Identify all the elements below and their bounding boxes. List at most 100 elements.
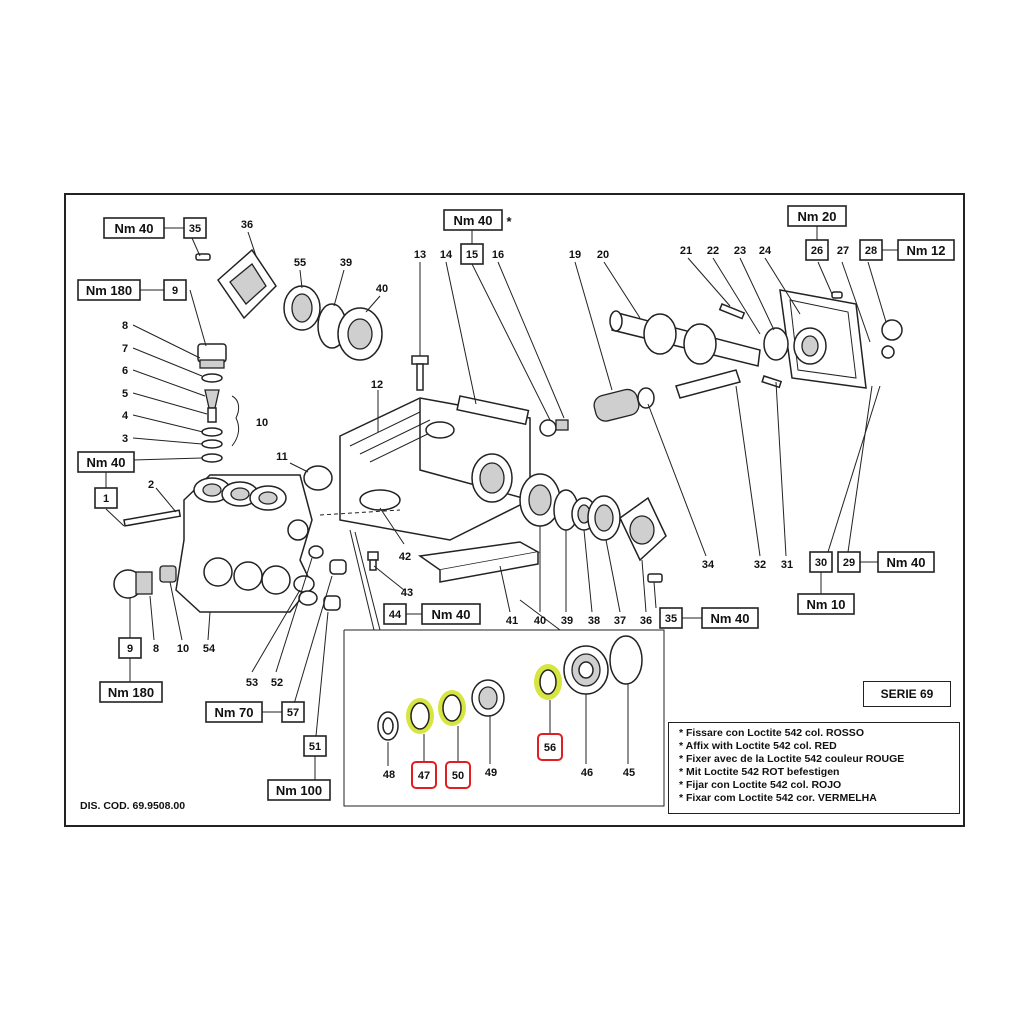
svg-text:14: 14 [440,249,453,261]
svg-text:8: 8 [122,320,128,332]
svg-text:39: 39 [561,615,573,627]
callout-50: 50 [445,761,471,789]
drawing-frame [64,193,965,827]
plug-28 [881,319,903,359]
svg-text:5: 5 [122,388,128,400]
svg-text:9: 9 [127,643,133,655]
screw-35-side [647,573,663,583]
leader-lines [105,231,887,737]
flange-36-top [217,248,277,320]
seal-11 [303,465,333,491]
svg-text:40: 40 [534,615,546,627]
screw-27 [831,291,843,299]
svg-text:Nm 40: Nm 40 [114,221,153,236]
svg-text:13: 13 [414,249,426,261]
plug-10-lower [159,565,177,583]
note-line-pt: * Fixar com Loctite 542 cor. VERMELHA [679,792,877,804]
torque-box-35-side: 35 Nm 40 [659,607,759,629]
svg-text:44: 44 [389,609,402,621]
svg-text:24: 24 [759,245,772,257]
pin-31 [761,375,783,389]
svg-text:45: 45 [623,767,635,779]
note-line-fr: * Fixer avec de la Loctite 542 couleur R… [679,753,905,765]
seal-46 [563,645,609,695]
svg-text:15: 15 [466,249,478,261]
svg-text:54: 54 [203,643,216,655]
seal-37 [587,495,621,541]
note-line-de: * Mit Loctite 542 ROT befestigen [679,766,840,778]
flange-36-side [619,496,667,562]
ring-48 [377,711,399,741]
svg-text:Nm 100: Nm 100 [276,783,322,798]
seal-47 [406,698,434,734]
svg-text:53: 53 [246,677,258,689]
note-line-en: * Affix with Loctite 542 col. RED [679,740,837,752]
screw-35-top [195,253,211,261]
svg-text:Nm 10: Nm 10 [806,597,845,612]
shaft-32 [675,369,741,399]
svg-text:1: 1 [103,493,109,505]
svg-text:20: 20 [597,249,609,261]
svg-text:Nm 40: Nm 40 [453,213,492,228]
svg-text:36: 36 [241,219,253,231]
svg-text:19: 19 [569,249,581,261]
valve-stack [201,373,223,463]
seal-49 [471,679,505,717]
bolt-1 [123,509,182,527]
plunger-42 [319,509,401,516]
bearing-40-top [337,307,383,361]
torque-box-15: Nm 40 * 15 [443,209,512,265]
bearing-40-side [519,473,561,527]
svg-text:Nm 40: Nm 40 [86,455,125,470]
plug-9-upper [197,343,227,369]
seal-56 [534,664,562,700]
ring-34 [637,387,655,409]
svg-text:4: 4 [122,410,129,422]
svg-text:32: 32 [754,559,766,571]
parts-15-16 [539,419,569,437]
svg-text:11: 11 [276,451,288,463]
svg-text:Nm 40: Nm 40 [886,555,925,570]
torque-box-30-29: 30 29 Nm 40 Nm 10 [797,551,935,615]
svg-text:35: 35 [665,613,677,625]
pin-13 [411,355,429,391]
svg-text:Nm 70: Nm 70 [214,705,253,720]
note-line-es: * Fijar con Loctite 542 col. ROJO [679,779,842,791]
svg-text:Nm 40: Nm 40 [710,611,749,626]
svg-text:50: 50 [452,770,464,782]
svg-text:51: 51 [309,741,321,753]
svg-text:*: * [506,214,512,229]
loctite-note-box: * Fissare con Loctite 542 col. ROSSO * A… [668,722,960,814]
inset-connector [349,529,375,631]
torque-box-1: Nm 40 1 [77,451,135,509]
svg-text:16: 16 [492,249,504,261]
svg-text:23: 23 [734,245,746,257]
svg-text:10: 10 [256,417,268,429]
svg-text:Nm 20: Nm 20 [797,209,836,224]
svg-text:Nm 12: Nm 12 [906,243,945,258]
callout-47: 47 [411,761,437,789]
svg-text:21: 21 [680,245,692,257]
bracket-41 [418,541,541,583]
svg-text:22: 22 [707,245,719,257]
svg-text:42: 42 [399,551,411,563]
svg-text:56: 56 [544,742,556,754]
oring-45 [609,635,643,685]
svg-text:47: 47 [418,770,430,782]
seal-55 [283,285,321,331]
svg-text:3: 3 [122,433,128,445]
seal-50 [438,690,466,726]
svg-text:26: 26 [811,245,823,257]
svg-text:36: 36 [640,615,652,627]
svg-text:31: 31 [781,559,793,571]
svg-text:43: 43 [401,587,413,599]
svg-text:30: 30 [815,557,827,569]
svg-text:Nm 40: Nm 40 [431,607,470,622]
crankcase [339,395,531,541]
svg-text:8: 8 [153,643,159,655]
torque-box-44: 44 Nm 40 [383,603,481,625]
serie-label: SERIE 69 [863,681,951,707]
key-21 [718,303,746,320]
plugs-51-57 [323,559,347,611]
